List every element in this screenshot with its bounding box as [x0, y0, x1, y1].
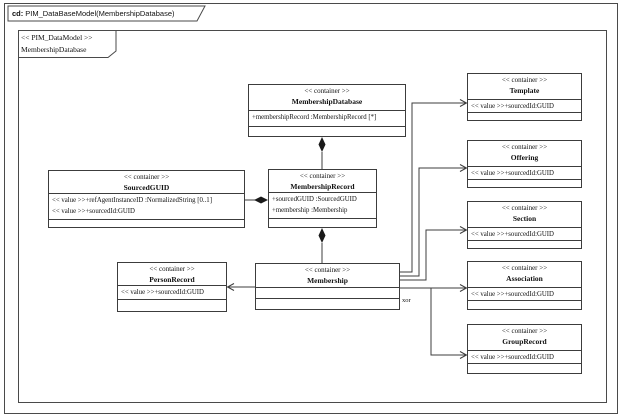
- operations-compartment: [249, 127, 405, 136]
- class-section[interactable]: << container >> Section << value >>+sour…: [467, 201, 582, 249]
- class-stereotype: << container >>: [299, 172, 346, 180]
- attributes-compartment: [256, 288, 399, 299]
- class-stereotype: << container >>: [149, 265, 195, 273]
- class-stereotype: << container >>: [123, 173, 170, 181]
- class-header: << container >> SourcedGUID: [49, 171, 244, 194]
- attributes-compartment: +sourcedGUID :SourcedGUID +membership :M…: [269, 193, 376, 219]
- class-header: << container >> GroupRecord: [468, 325, 581, 351]
- class-association[interactable]: << container >> Association << value >>+…: [467, 261, 582, 310]
- class-attribute: << value >>+sourcedId:GUID: [471, 170, 554, 177]
- diagram-outer-border: [4, 3, 618, 414]
- operations-compartment: [468, 241, 581, 248]
- class-template[interactable]: << container >> Template << value >>+sou…: [467, 73, 582, 121]
- diagram-title: PIM_DataBaseModel(MembershipDatabase): [25, 9, 175, 18]
- class-name: Section: [512, 214, 537, 223]
- operations-compartment: [468, 113, 581, 120]
- class-name: MembershipDatabase: [291, 97, 363, 106]
- xor-constraint-label: xor: [402, 297, 411, 304]
- class-stereotype: << container >>: [501, 143, 548, 151]
- class-offering[interactable]: << container >> Offering << value >>+sou…: [467, 140, 582, 188]
- class-header: << container >> MembershipRecord: [269, 170, 376, 193]
- attributes-compartment: << value >>+refAgentInstanceID :Normaliz…: [49, 194, 244, 220]
- frame-name: MembershipDatabase: [21, 45, 87, 54]
- class-attribute: << value >>+sourcedId:GUID: [471, 231, 554, 238]
- operations-compartment: [49, 220, 244, 227]
- class-attribute: << value >>+refAgentInstanceID :Normaliz…: [52, 197, 212, 204]
- class-attribute: +membership :Membership: [272, 207, 348, 214]
- class-stereotype: << container >>: [501, 76, 548, 84]
- class-header: << container >> PersonRecord: [118, 263, 226, 286]
- class-name: Offering: [510, 153, 539, 162]
- operations-compartment: [269, 219, 376, 227]
- class-attribute: << value >>+sourcedId:GUID: [52, 208, 135, 215]
- class-header: << container >> Section: [468, 202, 581, 228]
- class-name: Template: [509, 86, 540, 95]
- class-attribute: << value >>+sourcedId:GUID: [471, 291, 554, 298]
- class-attribute: << value >>+sourcedId:GUID: [471, 103, 554, 110]
- attributes-compartment: << value >>+sourcedId:GUID: [468, 228, 581, 241]
- class-attribute: << value >>+sourcedId:GUID: [121, 289, 204, 296]
- class-stereotype: << container >>: [304, 87, 350, 95]
- class-stereotype: << container >>: [501, 264, 548, 272]
- class-name: PersonRecord: [149, 275, 195, 284]
- diagram-type-prefix: cd:: [12, 9, 24, 18]
- class-attribute: +membershipRecord :MembershipRecord [*]: [252, 114, 377, 121]
- class-name: GroupRecord: [502, 337, 547, 346]
- operations-compartment: [468, 364, 581, 373]
- attributes-compartment: << value >>+sourcedId:GUID: [468, 167, 581, 180]
- class-name: Association: [506, 274, 543, 283]
- operations-compartment: [468, 301, 581, 309]
- class-sourced-guid[interactable]: << container >> SourcedGUID << value >>+…: [48, 170, 245, 228]
- class-attribute: << value >>+sourcedId:GUID: [471, 354, 554, 361]
- class-person-record[interactable]: << container >> PersonRecord << value >>…: [117, 262, 227, 312]
- attributes-compartment: << value >>+sourcedId:GUID: [468, 288, 581, 301]
- class-name: Membership: [307, 276, 348, 285]
- frame-stereotype: << PIM_DataModel >>: [21, 33, 93, 42]
- class-membership-record[interactable]: << container >> MembershipRecord +source…: [268, 169, 377, 228]
- operations-compartment: [118, 300, 226, 311]
- class-stereotype: << container >>: [501, 204, 548, 212]
- attributes-compartment: +membershipRecord :MembershipRecord [*]: [249, 111, 405, 127]
- class-header: << container >> Offering: [468, 141, 581, 167]
- frame-label[interactable]: << PIM_DataModel >> MembershipDatabase: [21, 32, 113, 56]
- class-header: << container >> Membership: [256, 264, 399, 288]
- class-name: MembershipRecord: [290, 182, 355, 191]
- attributes-compartment: << value >>+sourcedId:GUID: [468, 100, 581, 113]
- class-header: << container >> Template: [468, 74, 581, 100]
- class-attribute: +sourcedGUID :SourcedGUID: [272, 196, 357, 203]
- class-membership[interactable]: << container >> Membership: [255, 263, 400, 310]
- class-header: << container >> MembershipDatabase: [249, 85, 405, 111]
- attributes-compartment: << value >>+sourcedId:GUID: [118, 286, 226, 300]
- class-stereotype: << container >>: [501, 327, 548, 335]
- class-group-record[interactable]: << container >> GroupRecord << value >>+…: [467, 324, 582, 374]
- operations-compartment: [256, 299, 399, 309]
- attributes-compartment: << value >>+sourcedId:GUID: [468, 351, 581, 364]
- operations-compartment: [468, 180, 581, 187]
- class-membership-database[interactable]: << container >> MembershipDatabase +memb…: [248, 84, 406, 137]
- class-name: SourcedGUID: [123, 183, 170, 192]
- class-header: << container >> Association: [468, 262, 581, 288]
- class-stereotype: << container >>: [304, 266, 351, 274]
- diagram-tab[interactable]: cd:PIM_DataBaseModel(MembershipDatabase): [12, 7, 175, 20]
